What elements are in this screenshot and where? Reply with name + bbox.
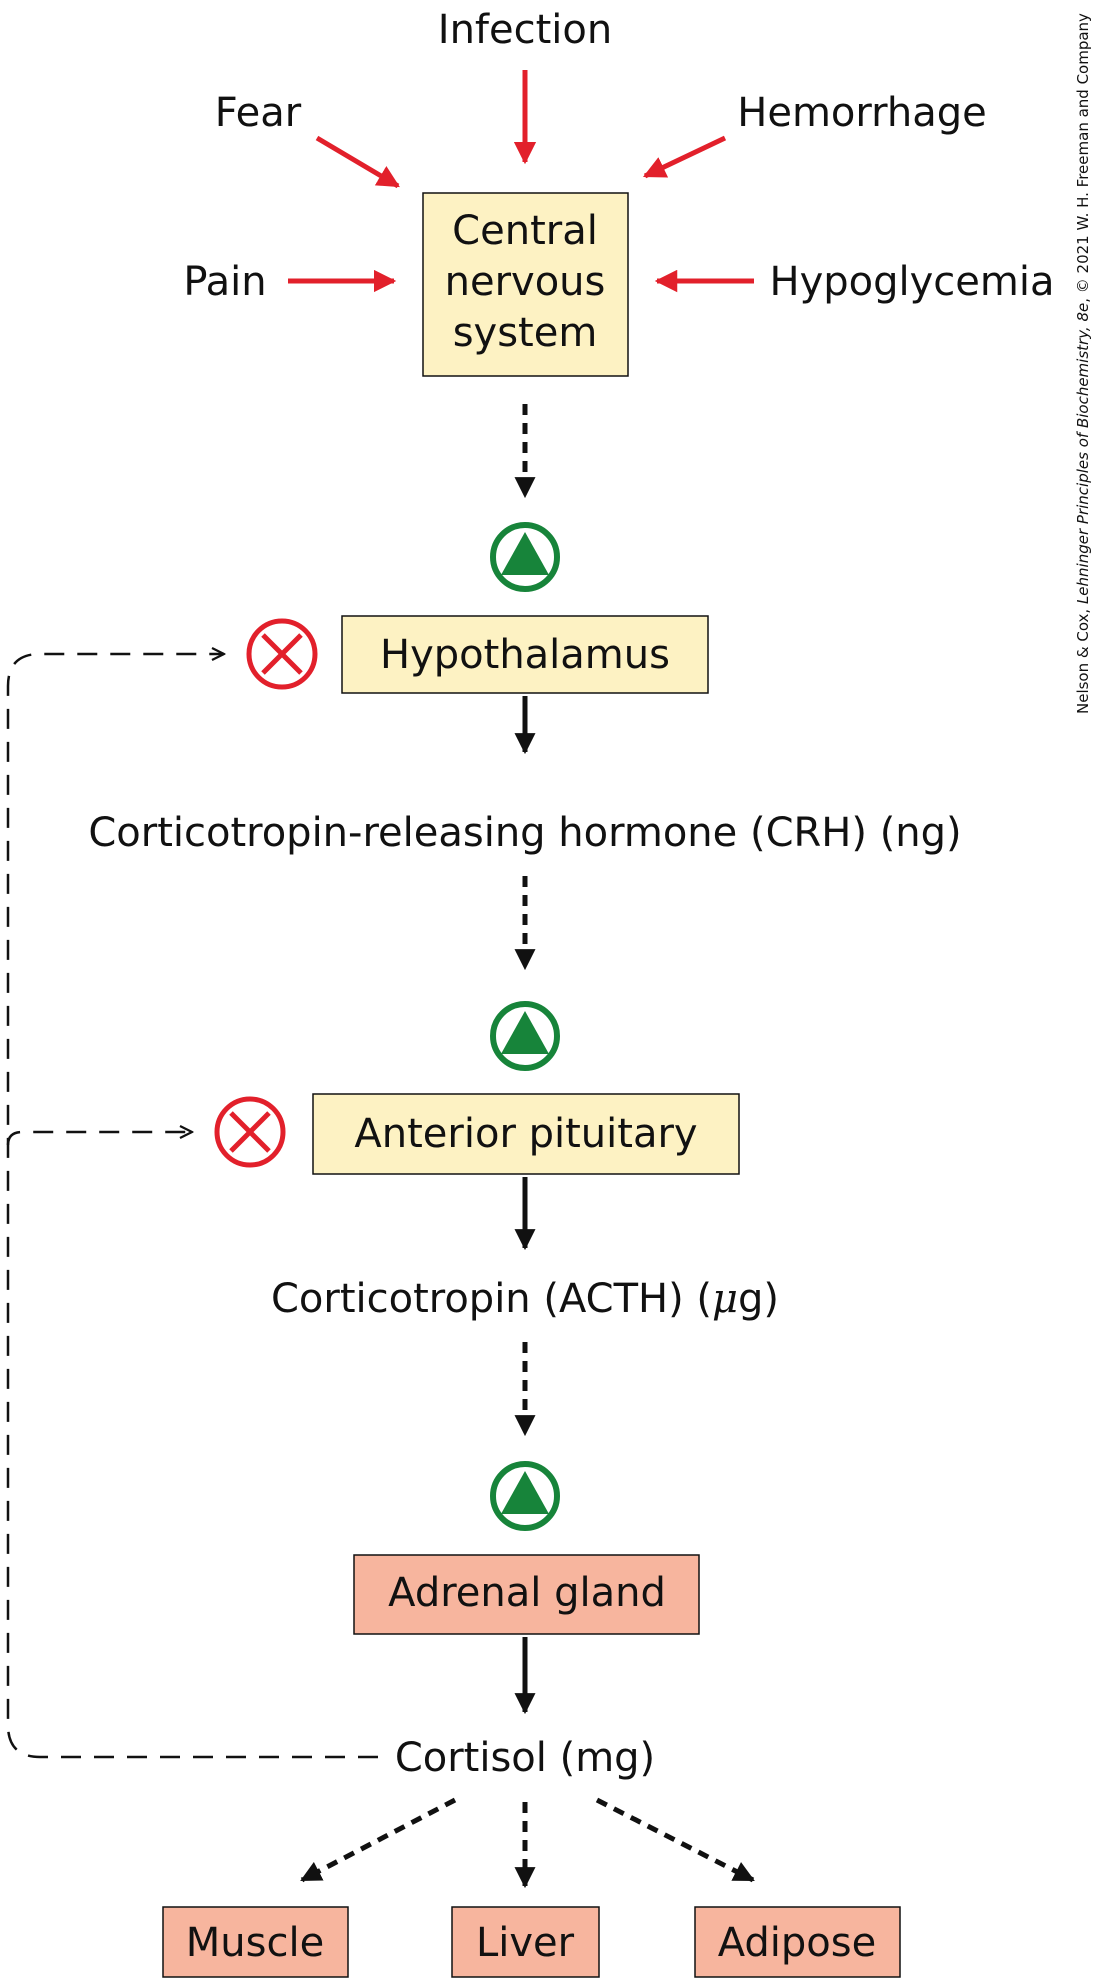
stimulus-hypoglycemia: Hypoglycemia [770, 259, 1055, 305]
adrenal-gland-label: Adrenal gland [388, 1570, 666, 1616]
cns-box [422, 192, 629, 377]
stimulus-fear: Fear [215, 90, 302, 136]
crh-label: Corticotropin-releasing hormone (CRH) (n… [88, 810, 961, 856]
muscle-label: Muscle [186, 1920, 324, 1966]
stimulate-icon [490, 1001, 560, 1071]
cns-label-line-3: system [453, 310, 598, 356]
stimulus-hemorrhage: Hemorrhage [737, 90, 986, 136]
feedback-branch-line [6, 1132, 192, 1146]
cns-label-line-1: Central [452, 208, 598, 254]
inhibit-icon [214, 1096, 286, 1168]
copyright-credit: Nelson & Cox, Lehninger Principles of Bi… [1074, 13, 1092, 714]
adipose-box [694, 1906, 901, 1978]
inhibit-icon [246, 618, 318, 690]
acth-label: Corticotropin (ACTH) (μg) [271, 1276, 779, 1322]
anterior-pituitary-box [312, 1093, 740, 1175]
stimulus-infection: Infection [438, 7, 612, 53]
arrow-cortisol-to-adipose [595, 1797, 755, 1883]
muscle-box [162, 1906, 349, 1978]
stimulate-icon [490, 1461, 560, 1531]
liver-box [451, 1906, 600, 1978]
liver-label: Liver [476, 1920, 575, 1966]
feedback-loop-line [6, 654, 378, 1759]
adipose-label: Adipose [718, 1920, 876, 1966]
hypothalamus-label: Hypothalamus [380, 632, 670, 678]
anterior-pituitary-label: Anterior pituitary [354, 1111, 697, 1157]
stimulus-pain: Pain [183, 259, 266, 305]
cortisol-label: Cortisol (mg) [395, 1735, 655, 1781]
cns-label-line-2: nervous [445, 259, 606, 305]
adrenal-gland-box [353, 1554, 700, 1635]
arrow-hemorrhage [642, 135, 727, 179]
arrow-cortisol-to-muscle [300, 1797, 457, 1883]
arrow-fear [315, 135, 400, 189]
stimulate-icon [490, 522, 560, 592]
hypothalamus-box [341, 615, 709, 694]
